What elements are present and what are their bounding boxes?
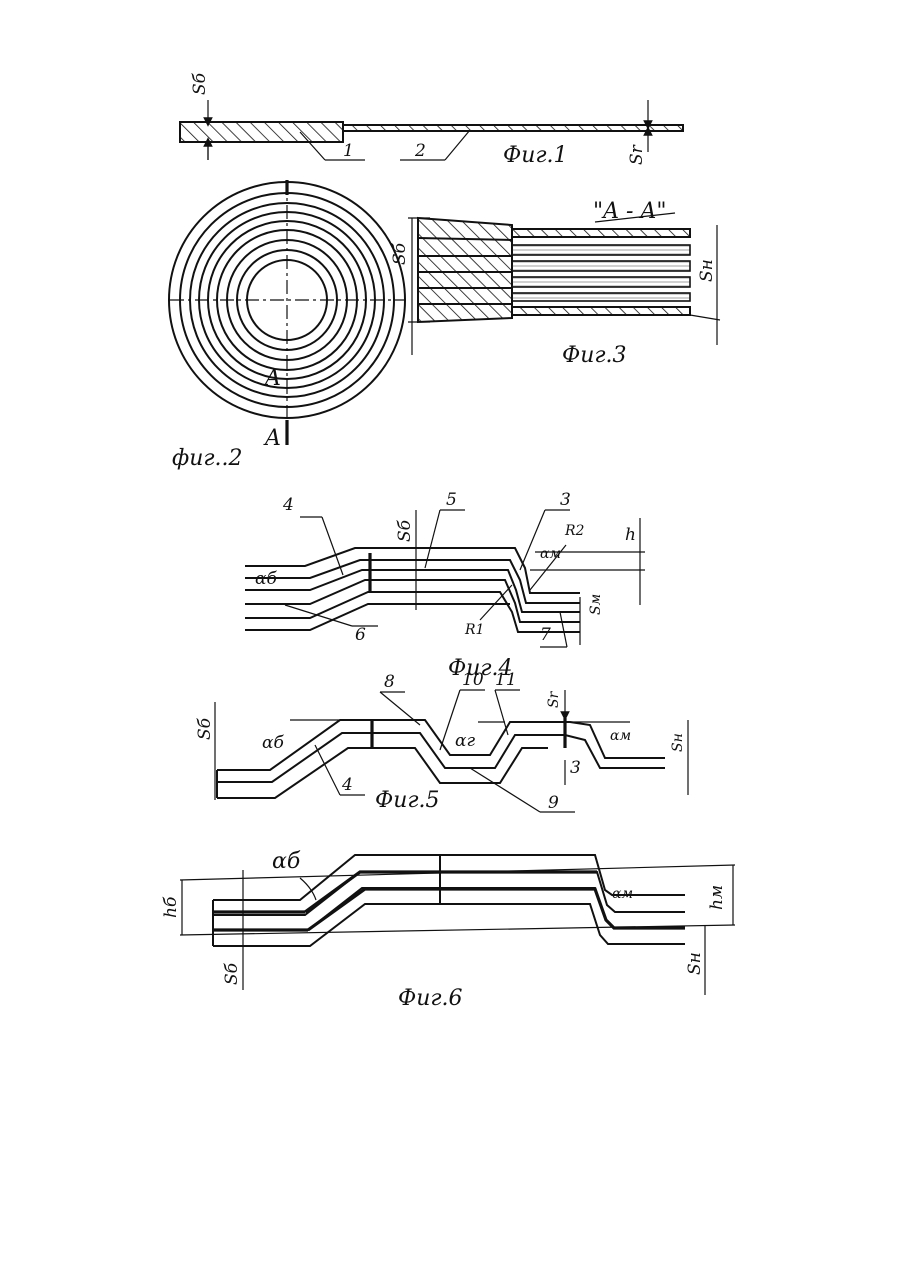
fig2-caption: фиг..2 <box>172 446 243 471</box>
fig1-thin-part <box>343 125 683 131</box>
fig5-sb-label: Sб <box>195 717 215 740</box>
fig6-hm-label: hм <box>707 885 727 910</box>
fig1-part2-label: 2 <box>414 141 426 161</box>
fig5-sr-label: Sr <box>546 690 562 708</box>
fig2-section-a-bottom: A <box>263 426 281 451</box>
figure-1: Sб Sr 1 2 Фиг.1 <box>180 72 683 168</box>
fig6-hb-label: hб <box>161 896 181 918</box>
fig4-h-label: h <box>625 525 636 545</box>
fig5-part3-label: 3 <box>570 758 581 778</box>
fig6-sh-label: Sн <box>685 952 705 975</box>
fig6-ab-label: αб <box>272 849 301 874</box>
fig3-caption: Фиг.3 <box>562 343 627 368</box>
fig5-part4-label: 4 <box>341 775 353 795</box>
fig6-sb-label: Sб <box>222 962 242 985</box>
fig5-ag-label: αг <box>455 731 475 751</box>
fig4-am-label: αм <box>540 546 561 562</box>
fig5-part8-label: 8 <box>384 672 395 692</box>
fig1-sr-label: Sr <box>627 144 647 165</box>
fig5-sh-label: Sн <box>670 733 686 752</box>
fig5-ab-label: αб <box>262 733 284 753</box>
fig4-part6-label: 6 <box>355 625 366 645</box>
figure-6: hб Sб αб hм Sн αм Фиг.6 <box>161 849 735 1011</box>
fig3-sh-label: Sн <box>697 259 717 282</box>
fig4-part7-label: 7 <box>540 625 551 645</box>
fig1-sb-label: Sб <box>190 72 210 95</box>
fig4-r1-label: R1 <box>464 622 484 638</box>
fig3-section-label: "A - A" <box>593 199 666 224</box>
fig6-caption: Фиг.6 <box>398 986 463 1011</box>
fig4-part3-label: 3 <box>560 490 571 510</box>
fig2-section-a-top: A <box>263 366 281 391</box>
fig4-sb-label: Sб <box>395 519 415 542</box>
fig5-caption: Фиг.5 <box>375 788 440 813</box>
fig4-part5-label: 5 <box>446 490 457 510</box>
fig5-part10-label: 10 <box>462 670 484 690</box>
fig1-part1-label: 1 <box>343 141 354 161</box>
fig5-part9-label: 9 <box>548 793 559 813</box>
figure-4: Sб h Sм 4 5 3 6 7 αб αм R2 R1 Фиг.4 <box>245 490 645 681</box>
fig1-thick-part <box>180 122 343 142</box>
fig6-am-label: αм <box>612 886 633 902</box>
fig5-part11-label: 11 <box>495 670 517 690</box>
fig3-sb-label: Sб <box>390 242 410 265</box>
figure-5: Sб αб Sн Sr αм αг 8 10 11 4 3 9 Фиг.5 <box>195 670 688 813</box>
fig4-sm-label: Sм <box>588 594 604 615</box>
figure-2: A A фиг..2 <box>169 180 405 471</box>
figure-3: Sб Sн "A - A" Фиг.3 <box>390 199 720 368</box>
fig5-am-label: αм <box>610 728 631 744</box>
fig4-r2-label: R2 <box>564 523 585 539</box>
fig3-thick-block <box>418 218 512 322</box>
fig1-caption: Фиг.1 <box>503 143 568 168</box>
fig4-ab-label: αб <box>255 569 277 589</box>
fig4-part4-label: 4 <box>282 495 294 515</box>
